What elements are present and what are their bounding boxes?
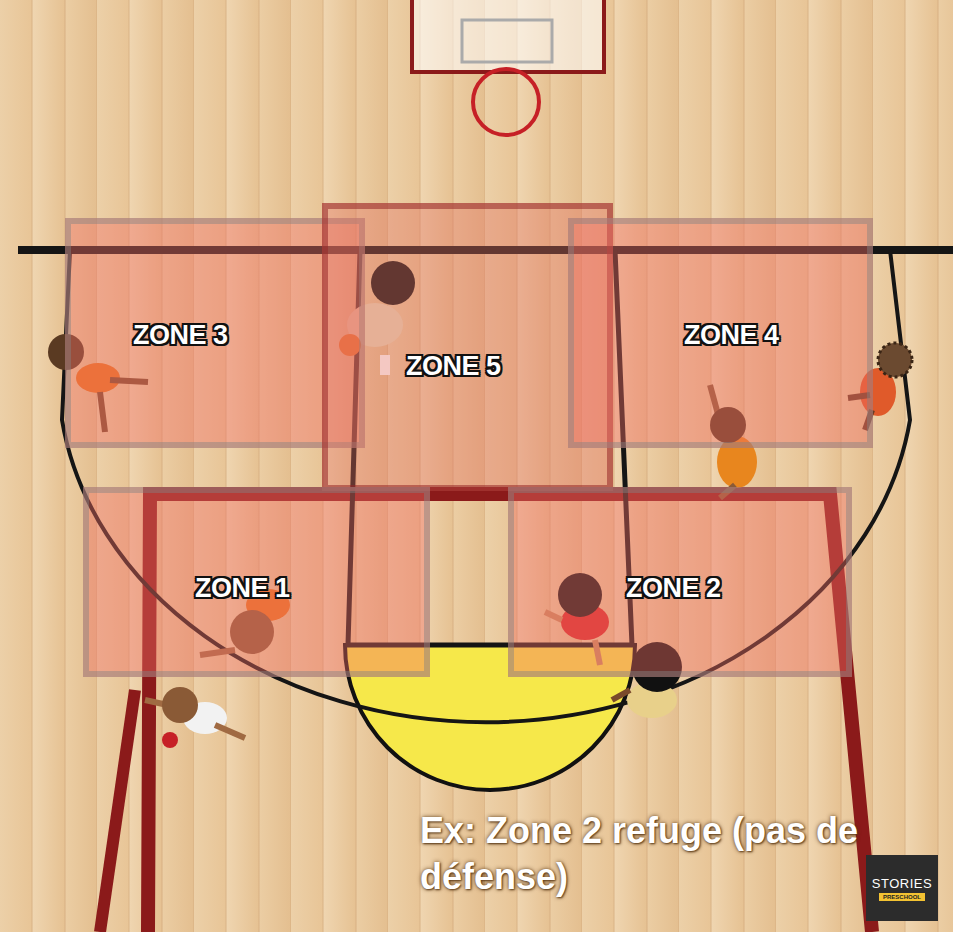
red-line bbox=[100, 690, 135, 932]
example-note: Ex: Zone 2 refuge (pas de défense) bbox=[420, 808, 865, 900]
backboard bbox=[412, 0, 604, 72]
rim bbox=[473, 69, 539, 135]
zone-label: ZONE 3 bbox=[133, 320, 228, 351]
backboard-square bbox=[462, 20, 552, 62]
zone-label: ZONE 5 bbox=[406, 351, 501, 382]
logo-text: STORIES bbox=[872, 876, 932, 891]
zone-label: ZONE 1 bbox=[195, 573, 290, 604]
zone-label: ZONE 4 bbox=[684, 320, 779, 351]
zone-box: ZONE 1 bbox=[83, 487, 430, 677]
logo-subtext: PRESCHOOL bbox=[879, 893, 925, 901]
zone-label: ZONE 2 bbox=[626, 573, 721, 604]
zone-box: ZONE 2 bbox=[508, 487, 852, 677]
player bbox=[145, 687, 245, 748]
logo-badge: STORIES PRESCHOOL bbox=[866, 855, 938, 921]
zone-box: ZONE 3 bbox=[65, 218, 365, 448]
zone-box: ZONE 4 bbox=[568, 218, 873, 448]
